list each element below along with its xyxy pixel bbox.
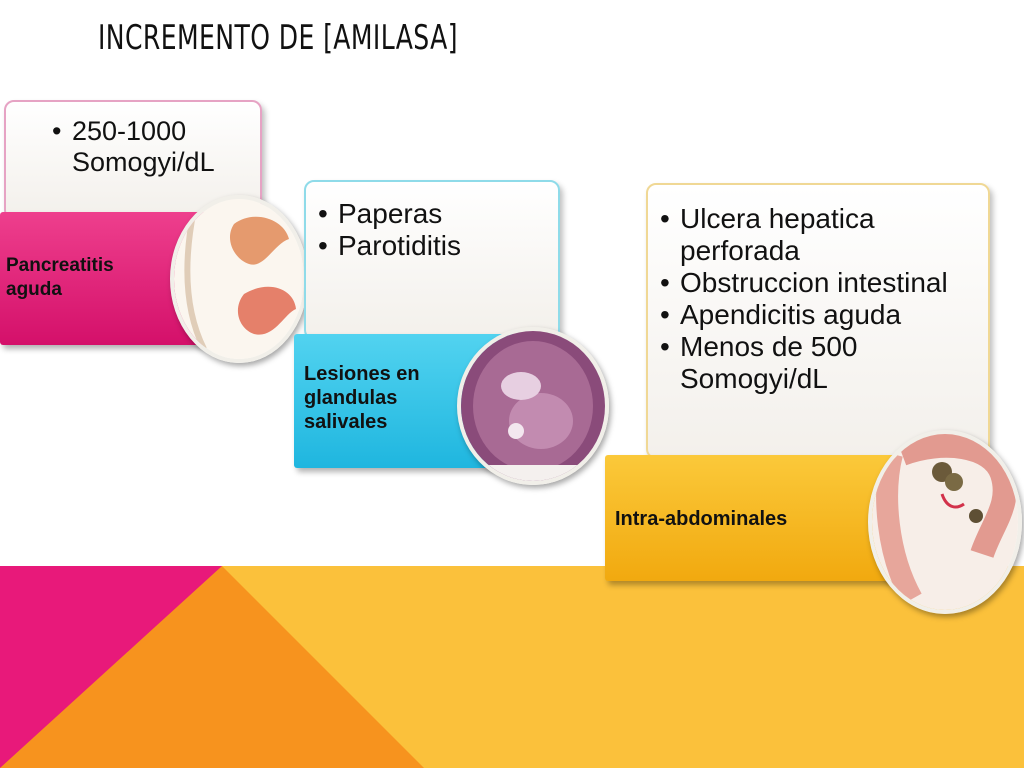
card-salivales: Paperas Parotiditis xyxy=(304,180,560,340)
bullet-item: Paperas xyxy=(310,198,550,230)
bullet-item: Obstruccion intestinal xyxy=(652,267,982,299)
card-intra-abdominales: Ulcera hepatica perforada Obstruccion in… xyxy=(646,183,990,459)
pancreas-illustration-icon xyxy=(170,195,308,363)
salivary-gland-photo-icon xyxy=(457,327,609,485)
bullet-item: Parotiditis xyxy=(310,230,550,262)
bullet-list: 250-1000 Somogyi/dL xyxy=(44,116,244,178)
bullet-item: Ulcera hepatica perforada xyxy=(652,203,982,267)
bullet-item: Menos de 500 Somogyi/dL xyxy=(652,331,982,395)
label-intra-abdominales: Intra-abdominales xyxy=(605,455,905,581)
bullet-list: Ulcera hepatica perforada Obstruccion in… xyxy=(652,203,982,395)
slide-title: INCREMENTO DE [AMILASA] xyxy=(98,18,458,58)
bullet-list: Paperas Parotiditis xyxy=(310,198,550,262)
bullet-item: 250-1000 Somogyi/dL xyxy=(44,116,244,178)
intestine-illustration-icon xyxy=(868,430,1022,614)
bullet-item: Apendicitis aguda xyxy=(652,299,982,331)
